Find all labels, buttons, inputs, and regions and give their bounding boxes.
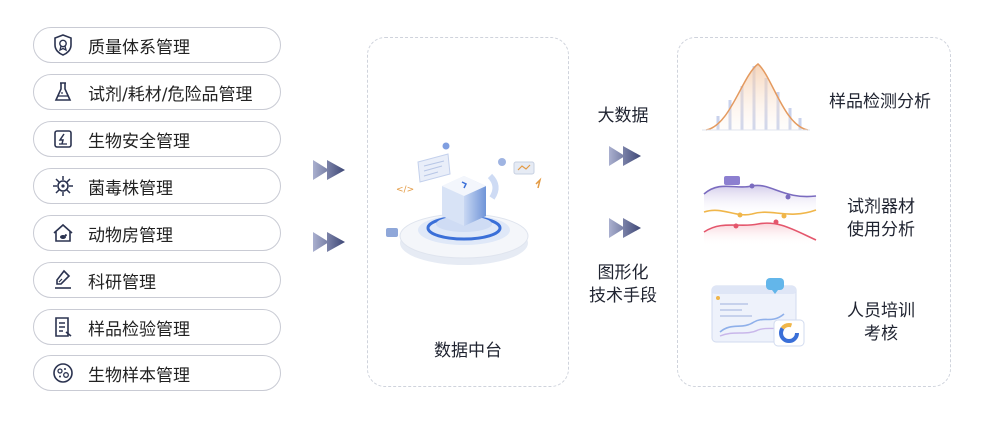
training-assessment-line1: 人员培训 <box>847 301 915 321</box>
module-label: 试剂/耗材/危险品管理 <box>88 84 253 105</box>
flow-arrow-icon <box>609 146 641 166</box>
graphics-tech-line2: 技术手段 <box>589 286 657 306</box>
sample-analysis-illustration <box>702 63 810 131</box>
module-sample-inspection[interactable]: 样品检验管理 <box>33 309 281 345</box>
graphics-tech-line1: 图形化 <box>597 263 649 283</box>
flask-icon <box>52 81 74 103</box>
inspection-icon <box>52 316 74 338</box>
module-bio-samples[interactable]: 生物样本管理 <box>33 355 281 391</box>
reagent-analysis-illustration <box>703 176 817 246</box>
flow-arrow-icon <box>313 160 345 180</box>
module-biosafety[interactable]: 生物安全管理 <box>33 121 281 157</box>
analysis-outputs-panel <box>677 37 951 387</box>
module-label: 动物房管理 <box>88 225 173 246</box>
training-assessment-label: 人员培训 考核 <box>836 300 926 346</box>
module-label: 科研管理 <box>88 272 156 293</box>
flow-arrow-icon <box>313 232 345 252</box>
data-middle-platform-panel <box>367 37 569 387</box>
graphics-tech-label: 图形化 技术手段 <box>577 262 669 308</box>
module-animal-house[interactable]: 动物房管理 <box>33 215 281 251</box>
sample-analysis-label: 样品检测分析 <box>829 92 931 112</box>
research-icon <box>52 269 74 291</box>
module-quality-system[interactable]: 质量体系管理 <box>33 27 281 63</box>
module-label: 生物样本管理 <box>88 365 190 386</box>
module-label: 质量体系管理 <box>88 37 190 58</box>
data-platform-illustration: </> <box>386 142 542 265</box>
svg-text:</>: </> <box>396 185 414 195</box>
module-label: 生物安全管理 <box>88 131 190 152</box>
module-label: 样品检验管理 <box>88 319 190 340</box>
petri-dish-icon <box>52 362 74 384</box>
animal-house-icon <box>52 222 74 244</box>
flow-arrow-icon <box>609 218 641 238</box>
reagent-analysis-label: 试剂器材 使用分析 <box>836 196 926 242</box>
big-data-label: 大数据 <box>597 106 649 126</box>
module-research[interactable]: 科研管理 <box>33 262 281 298</box>
reagent-analysis-line1: 试剂器材 <box>847 197 915 217</box>
module-label: 菌毒株管理 <box>88 178 173 199</box>
data-middle-platform-label: 数据中台 <box>434 341 502 361</box>
biosafety-icon <box>52 128 74 150</box>
training-assessment-illustration <box>711 278 805 347</box>
shield-badge-icon <box>52 34 74 56</box>
module-reagents[interactable]: 试剂/耗材/危险品管理 <box>33 74 281 110</box>
reagent-analysis-line2: 使用分析 <box>847 220 915 240</box>
training-assessment-line2: 考核 <box>864 324 898 344</box>
module-strains[interactable]: 菌毒株管理 <box>33 168 281 204</box>
virus-icon <box>52 175 74 197</box>
